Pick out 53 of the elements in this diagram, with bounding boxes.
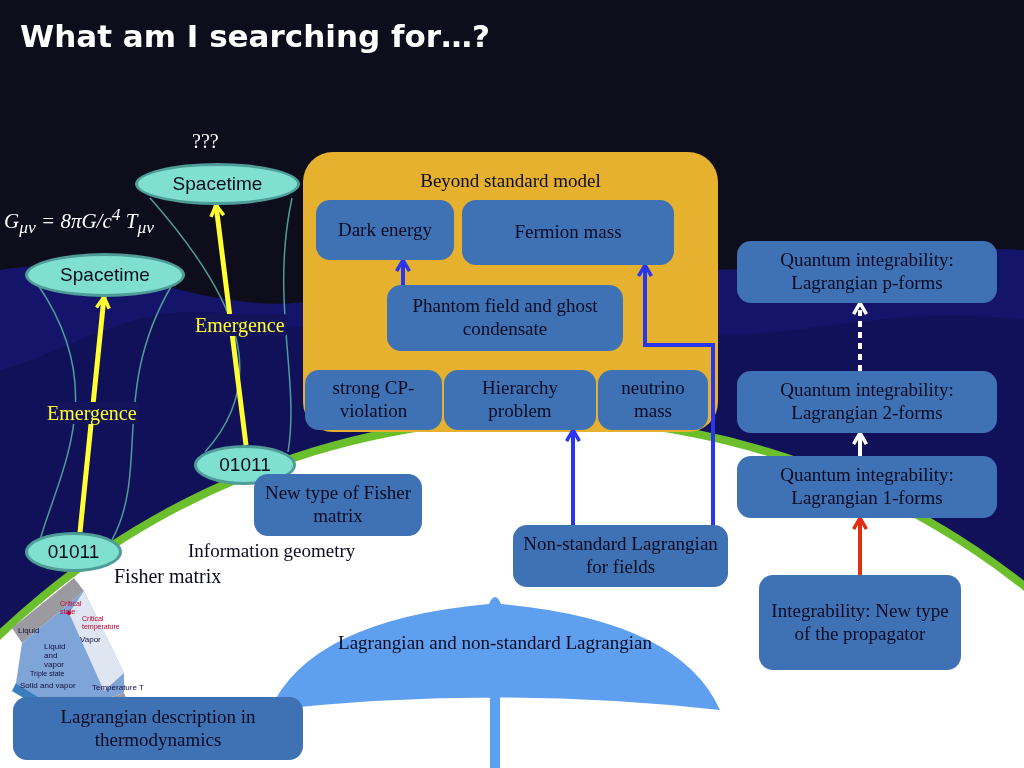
ellipse-caption: Fisher matrix [114,565,223,587]
node-label: Spacetime [172,172,263,196]
title: What am I searching for…? [20,18,490,54]
process-box [759,575,961,670]
arrow [77,295,111,533]
node-label: Dark energy [337,218,433,242]
group-panel [303,152,718,432]
node-label: Quantum integrability: Lagrangian p-forms [779,249,955,295]
edge-label: Emergence [45,402,139,424]
arrow [394,258,412,285]
edge-label: Emergence [193,314,287,336]
annotation-text: Information geometry [188,541,357,562]
region-label: Liquid and vapor [44,643,67,670]
arrow [636,263,715,525]
ellipse-node [135,163,300,205]
process-box [254,474,422,536]
region-label: Vapor [80,636,102,645]
node-label: Phantom field and ghost condensate [411,295,599,341]
arrow [209,203,249,446]
process-box [316,200,454,260]
process-box [598,370,708,430]
panel-heading: Beyond standard model [420,170,601,193]
node-label: Lagrangian description in thermodynamics [59,705,257,752]
node-label: Hierarchy problem [481,377,559,423]
node-label: New type of Fisher matrix [263,482,413,528]
process-box [737,371,997,433]
question-marks: ??? [192,130,220,152]
node-label: Non-standard Lagrangian for fields [522,533,719,579]
node-label: Fermion mass [514,221,622,244]
arrow [851,516,869,575]
node-label: Integrability: New type of the propagator [770,599,950,646]
node-label: neutrino mass [620,377,686,423]
node-label: Spacetime [60,263,150,287]
arrow [851,301,869,371]
equation: G$_{μν}$ = 8πG/c$^{4}$ T$_{μν}$ [4,205,155,238]
arrow [564,428,582,525]
process-box [737,456,997,518]
process-box [737,241,997,303]
node-label: 01011 [47,540,100,564]
node-label: Lagrangian and non-standard Lagrangian [337,632,653,655]
process-box [444,370,596,430]
process-box [13,697,303,760]
process-box [462,200,674,265]
node-label: strong CP-violation [331,377,416,423]
region-label: Solid and vapor [20,682,77,691]
arrow [851,431,869,456]
process-box [513,525,728,587]
region-label: Liquid [18,627,41,636]
process-box [305,370,442,430]
process-box [387,285,623,351]
node-label: 01011 [219,453,271,477]
node-label: Quantum integrability: Lagrangian 1-forms [779,464,955,510]
node-label: Quantum integrability: Lagrangian 2-forms [779,379,955,425]
